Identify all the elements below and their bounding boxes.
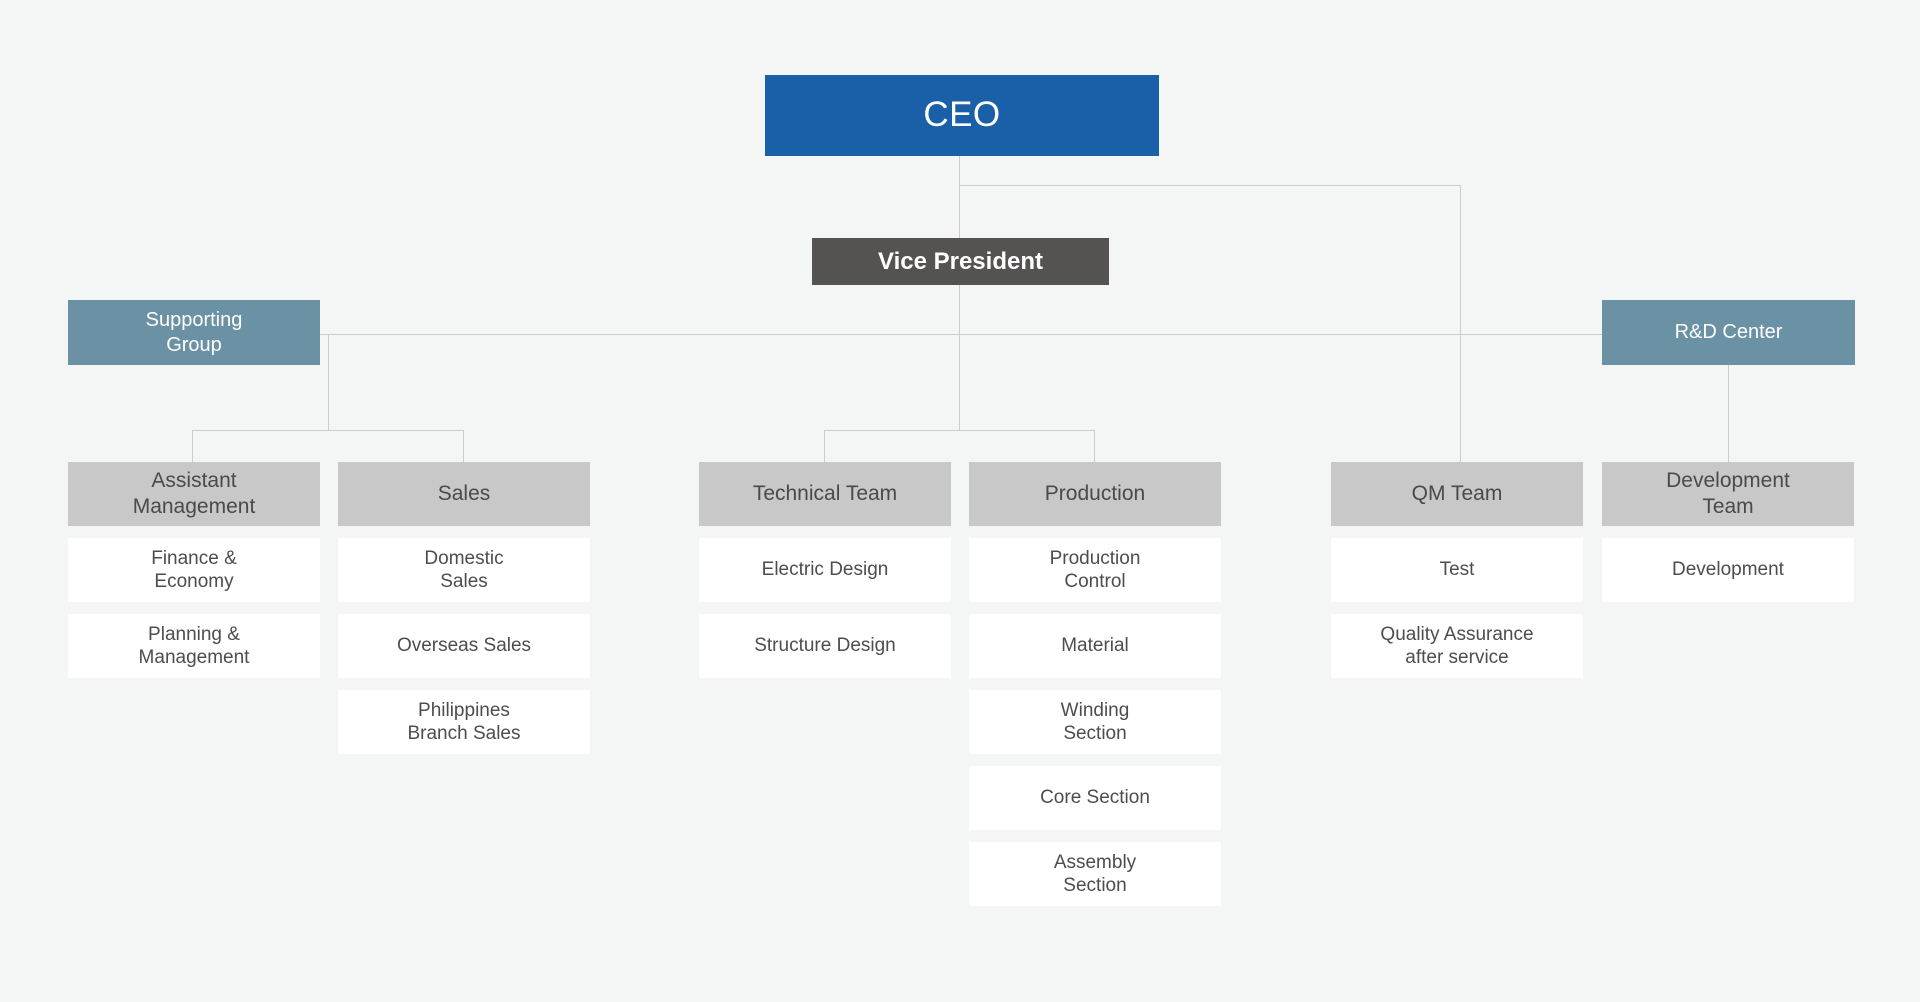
leaf-item[interactable]: Development (1602, 538, 1854, 602)
leaf-item[interactable]: Planning & Management (68, 614, 320, 678)
team-header-production[interactable]: Production (969, 462, 1221, 526)
leaf-item[interactable]: Electric Design (699, 538, 951, 602)
leaf-item[interactable]: Test (1331, 538, 1583, 602)
team-header-assistant-management[interactable]: Assistant Management (68, 462, 320, 526)
leaf-item[interactable]: Structure Design (699, 614, 951, 678)
connector-ceo-to-vp (959, 185, 960, 238)
connector-drop-production (1094, 430, 1095, 462)
connector-ceo-vertical (959, 155, 960, 185)
connector-drop-technical-team (824, 430, 825, 462)
leaf-item[interactable]: Material (969, 614, 1221, 678)
leaf-item[interactable]: Quality Assurance after service (1331, 614, 1583, 678)
connector-vp-children-bus (824, 430, 1095, 431)
leaf-item[interactable]: Overseas Sales (338, 614, 590, 678)
connector-drop-sales (463, 430, 464, 462)
connector-vp-vertical (959, 284, 960, 430)
connector-rd-to-development (1728, 365, 1729, 462)
connector-supporting-group-horizontal (320, 334, 1603, 335)
leaf-item[interactable]: Philippines Branch Sales (338, 690, 590, 754)
leaf-item[interactable]: Winding Section (969, 690, 1221, 754)
team-header-technical-team[interactable]: Technical Team (699, 462, 951, 526)
leaf-item[interactable]: Finance & Economy (68, 538, 320, 602)
node-supporting-group[interactable]: Supporting Group (68, 300, 320, 365)
leaf-item[interactable]: Core Section (969, 766, 1221, 830)
leaf-item[interactable]: Domestic Sales (338, 538, 590, 602)
leaf-item[interactable]: Assembly Section (969, 842, 1221, 906)
connector-supporting-children-bus (192, 430, 464, 431)
node-ceo[interactable]: CEO (765, 75, 1159, 156)
team-header-sales[interactable]: Sales (338, 462, 590, 526)
connector-drop-assistant-management (192, 430, 193, 462)
team-header-qm-team[interactable]: QM Team (1331, 462, 1583, 526)
leaf-item[interactable]: Production Control (969, 538, 1221, 602)
connector-drop-qm-team (1460, 334, 1461, 462)
team-header-development-team[interactable]: Development Team (1602, 462, 1854, 526)
connector-supporting-group-drop (328, 334, 329, 430)
connector-ceo-horizontal (959, 185, 1461, 186)
connector-right-vertical (1460, 185, 1461, 430)
node-rd-center[interactable]: R&D Center (1602, 300, 1855, 365)
node-vice-president[interactable]: Vice President (812, 238, 1109, 285)
